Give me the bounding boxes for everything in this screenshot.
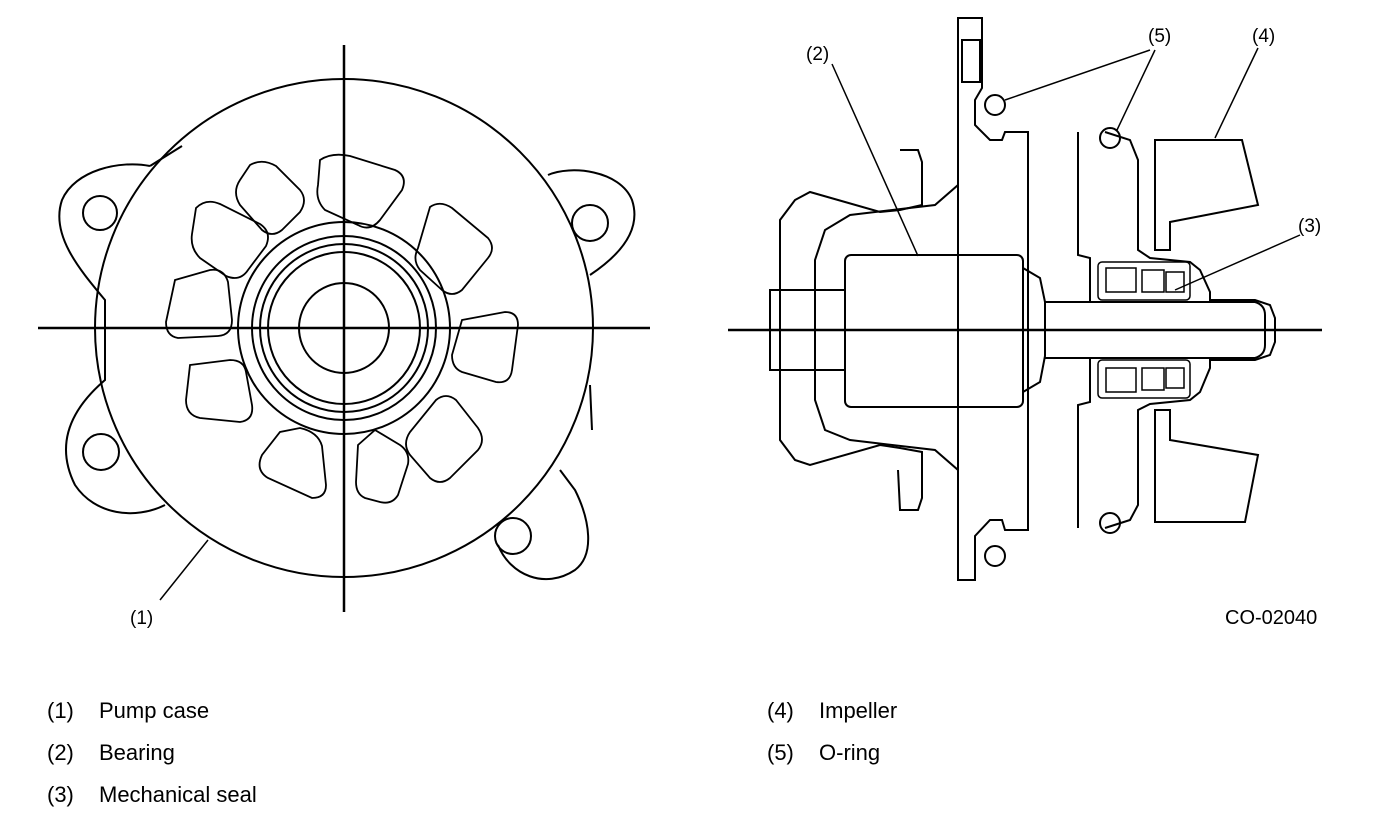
- legend-text: Mechanical seal: [99, 782, 257, 807]
- mechanical-seal-upper: [1097, 261, 1191, 301]
- legend-number: (5): [767, 740, 794, 765]
- legend-text: Pump case: [99, 698, 210, 723]
- o-ring-hub-upper: [1099, 127, 1121, 149]
- callout-pump-case: (1): [130, 608, 153, 629]
- o-ring-flange-upper: [984, 94, 1006, 116]
- leader-o-ring-a: [1004, 49, 1151, 101]
- callout-o-ring: (5): [1148, 26, 1171, 47]
- vane-pockets: [165, 153, 519, 504]
- o-ring-flange-lower: [984, 545, 1006, 567]
- callout-bearing: (2): [806, 44, 829, 65]
- legend-number: (1): [47, 698, 74, 723]
- pump-case-flange: [58, 145, 636, 580]
- o-ring-hub-lower: [1099, 512, 1121, 534]
- legend-item: (3) Mechanical seal: [47, 774, 257, 816]
- leader-pump-case: [159, 539, 209, 601]
- front-view: [38, 45, 650, 612]
- mounting-hole-upper-left: [82, 195, 118, 231]
- callout-mechanical-seal: (3): [1298, 216, 1321, 237]
- housing-left-boss: [779, 149, 923, 511]
- leader-mechanical-seal: [1174, 234, 1301, 291]
- leader-bearing: [831, 63, 919, 257]
- legend-item: (1) Pump case: [47, 690, 257, 732]
- figure-code: CO-02040: [1225, 607, 1317, 629]
- legend-number: (3): [47, 782, 74, 807]
- mechanical-seal-lower: [1097, 359, 1191, 399]
- legend-text: Bearing: [99, 740, 175, 765]
- legend-item: (4) Impeller: [767, 690, 897, 732]
- legend-left: (1) Pump case (2) Bearing (3) Mechanical…: [47, 690, 257, 816]
- section-view: [728, 17, 1322, 581]
- legend-text: Impeller: [819, 698, 898, 723]
- legend-item: (2) Bearing: [47, 732, 257, 774]
- impeller-lower: [1154, 409, 1260, 523]
- legend-item: (5) O-ring: [767, 732, 897, 774]
- impeller-upper: [1154, 139, 1260, 251]
- callout-impeller: (4): [1252, 26, 1275, 47]
- bolt-slot: [961, 39, 981, 83]
- mounting-hole-upper-right: [571, 204, 609, 242]
- mounting-hole-lower-right: [494, 517, 532, 555]
- legend-number: (2): [47, 740, 74, 765]
- legend-number: (4): [767, 698, 794, 723]
- leader-impeller: [1214, 47, 1259, 139]
- legend-text: O-ring: [819, 740, 881, 765]
- legend-right: (4) Impeller (5) O-ring: [767, 690, 897, 774]
- leader-o-ring-b: [1116, 49, 1156, 131]
- mounting-hole-lower-left: [82, 433, 120, 471]
